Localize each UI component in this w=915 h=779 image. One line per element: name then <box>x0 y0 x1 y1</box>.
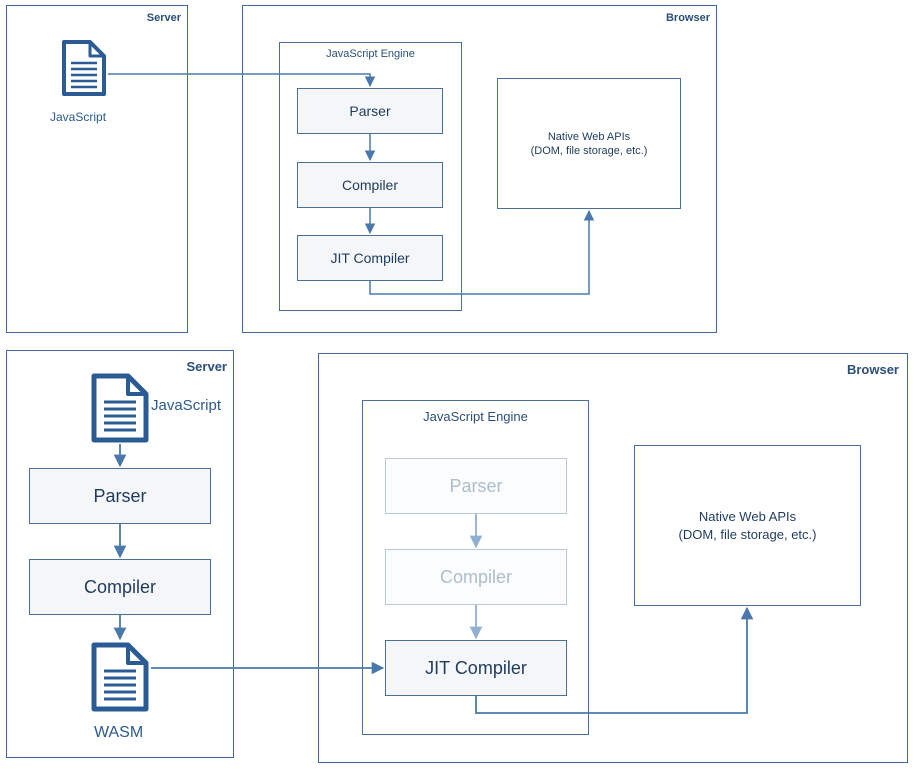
top-js-to-parser-connector <box>108 73 376 88</box>
bottom-server-compiler-box: Compiler <box>29 559 211 615</box>
bottom-compiler-box-faded: Compiler <box>385 549 567 605</box>
top-server-label: Server <box>146 12 181 24</box>
bottom-jit-compiler-box: JIT Compiler <box>385 640 567 696</box>
wasm-document-icon <box>91 642 149 712</box>
top-browser-label: Browser <box>665 12 710 24</box>
top-native-web-apis-title: Native Web APIs <box>547 130 631 143</box>
top-native-web-apis-subtitle: (DOM, file storage, etc.) <box>530 144 648 157</box>
bottom-browser-label: Browser <box>846 362 899 377</box>
bottom-javascript-label: JavaScript <box>151 397 222 414</box>
bottom-server-label: Server <box>186 359 227 374</box>
bottom-native-web-apis-box: Native Web APIs (DOM, file storage, etc.… <box>634 445 861 606</box>
top-jit-to-native-connector <box>369 209 595 295</box>
top-javascript-label: JavaScript <box>50 110 107 124</box>
bottom-native-web-apis-title: Native Web APIs <box>698 509 797 524</box>
top-js-engine-label: JavaScript Engine <box>326 48 415 60</box>
bottom-native-web-apis-subtitle: (DOM, file storage, etc.) <box>678 527 817 542</box>
top-javascript-document-icon <box>62 40 106 96</box>
top-compiler-box: Compiler <box>297 162 443 208</box>
bottom-parser-box-faded: Parser <box>385 458 567 514</box>
top-parser-box: Parser <box>297 88 443 134</box>
bottom-server-parser-box: Parser <box>29 468 211 524</box>
top-jit-compiler-box: JIT Compiler <box>297 235 443 281</box>
bottom-jit-to-native-connector <box>475 606 754 714</box>
top-native-web-apis-box: Native Web APIs (DOM, file storage, etc.… <box>497 78 681 209</box>
bottom-js-engine-label: JavaScript Engine <box>423 409 528 424</box>
wasm-label: WASM <box>94 724 144 741</box>
bottom-javascript-document-icon <box>91 373 149 443</box>
